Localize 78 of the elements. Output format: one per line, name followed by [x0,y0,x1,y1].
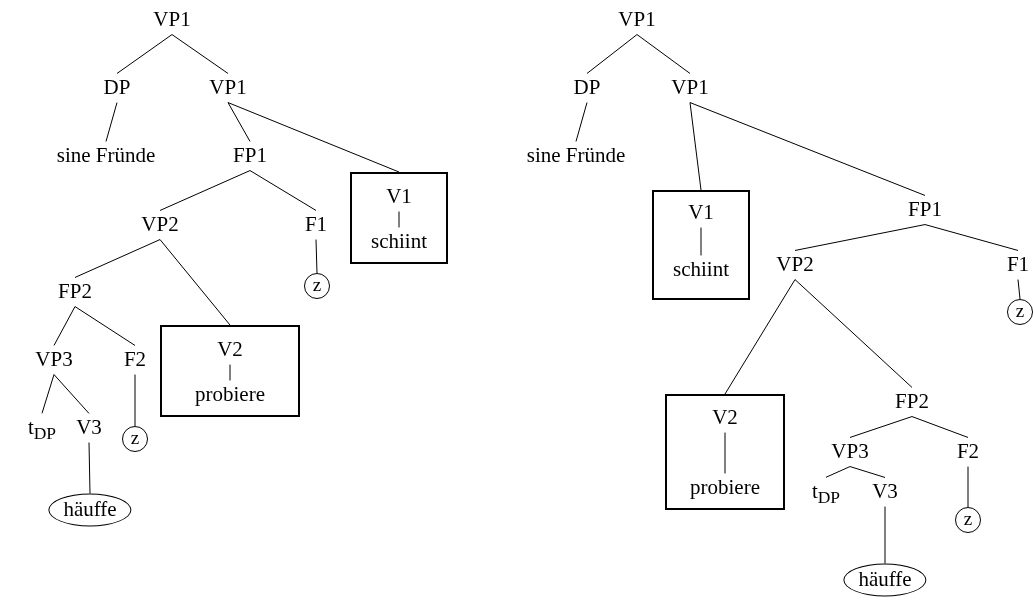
tree-branch [74,306,136,346]
tree-branch [134,374,136,427]
tree-branch [229,364,231,381]
tree-label: V2 [217,338,243,362]
tree-branch [159,170,251,211]
tree-label: VP1 [618,8,656,32]
tree-label: VP3 [831,440,869,464]
tree-label: FP1 [233,144,267,168]
tree-label: F1 [1006,253,1030,277]
tree-branch [575,102,588,142]
tree-label: sine Fründe [56,144,156,168]
tree-label: V3 [872,480,898,504]
tree-branch [249,170,317,211]
tree-branch [88,442,91,494]
tree-branch [689,102,926,196]
circled-label: häuffe [48,493,132,527]
circled-label: z [1007,299,1033,325]
tree-label: F2 [123,348,147,372]
tree-branch [884,506,886,564]
frame-box [665,394,785,510]
tree-branch [586,34,638,74]
circled-label: häuffe [843,563,927,597]
tree-branch [227,102,400,173]
frame-box [160,325,300,417]
tree-branch [1017,279,1021,300]
tree-label: V1 [688,201,714,225]
tree-branch [794,224,926,251]
tree-label: F2 [956,440,980,464]
tree-branch [227,102,251,142]
tree-branch [171,34,229,74]
tree-branch [724,279,796,395]
tree-label: probiere [690,476,760,500]
tree-label: DP [573,76,601,100]
tree-label: V1 [386,185,412,209]
tree-label: VP2 [776,253,814,277]
tree-branch [41,374,55,414]
tree-branch [825,466,851,478]
circled-label: z [304,273,330,299]
tree-label: FP2 [58,280,92,304]
circled-label: z [955,507,981,533]
tree-label: F1 [304,213,328,237]
tree-label: schiint [371,230,427,254]
frame-box [350,172,448,264]
tree-branch [53,306,76,346]
tree-label: V2 [712,406,738,430]
tree-branch [794,279,913,388]
tree-branch [315,239,318,274]
tree-branch [105,102,118,142]
tree-branch [53,374,90,414]
tree-branch [116,34,173,74]
tree-label: DP [103,76,131,100]
tree-label: VP2 [141,213,179,237]
tree-branch [724,432,726,474]
tree-branch [700,227,702,256]
tree-label: VP3 [35,348,73,372]
tree-branch [398,211,400,228]
tree-branch [636,34,691,74]
tree-branch [967,466,969,508]
tree-label: VP1 [153,8,191,32]
tree-label: FP1 [908,198,942,222]
tree-label: FP2 [895,390,929,414]
circled-label: z [122,426,148,452]
tree-branch [849,416,913,438]
tree-branch [849,466,886,478]
tree-branch [924,224,1019,251]
tree-label: VP1 [209,76,247,100]
tree-label: sine Fründe [526,144,626,168]
tree-branch [74,239,161,278]
tree-branch [689,102,702,191]
tree-branch [159,239,231,326]
tree-label: V3 [76,416,102,440]
frame-box [652,190,750,300]
tree-branch [911,416,969,438]
tree-label: VP1 [671,76,709,100]
tree-label: probiere [195,383,265,407]
tree-label: t$_{DP}$ [27,416,57,444]
tree-label: schiint [673,258,729,282]
tree-label: t$_{DP}$ [811,480,841,508]
